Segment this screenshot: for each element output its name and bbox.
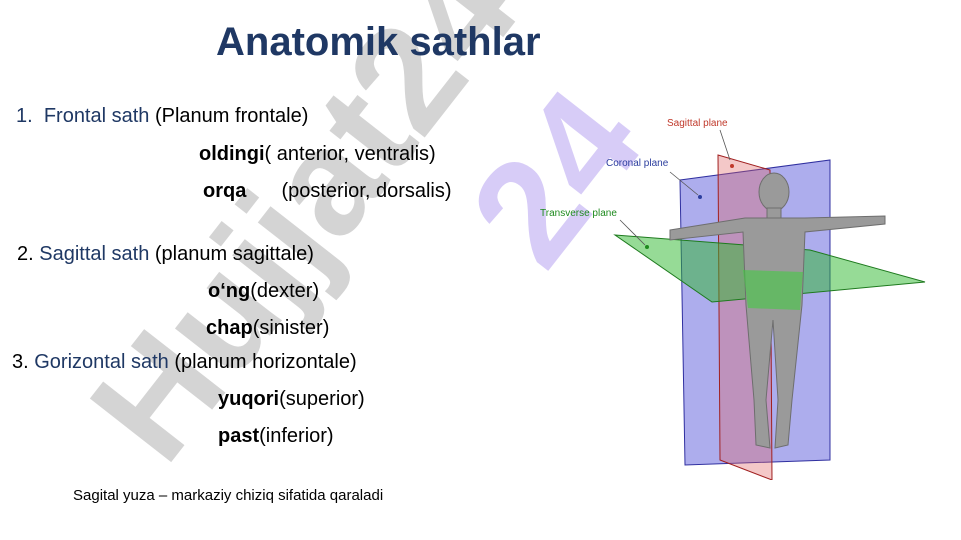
page-title: Anatomik sathlar	[216, 20, 541, 64]
section-2-latin: (planum sagittale)	[154, 243, 314, 265]
human-figure	[669, 172, 886, 449]
section-1-number: 1.	[16, 105, 33, 127]
section-2-heading: 2. Sagittal sath (planum sagittale)	[17, 243, 314, 266]
section-3-name: Gorizontal sath	[34, 351, 169, 373]
term-detail: (dexter)	[250, 280, 320, 302]
anatomical-planes-figure: Sagittal plane Coronal plane Transverse …	[540, 118, 926, 480]
coronal-plane-label: Coronal plane	[606, 158, 669, 169]
sagittal-plane-label: Sagittal plane	[667, 118, 728, 129]
section-3-item-2: past(inferior)	[218, 425, 334, 448]
term-detail: (inferior)	[259, 425, 334, 447]
section-1-item-1: oldingi( anterior, ventralis)	[199, 143, 436, 166]
term: past	[218, 425, 260, 447]
footnote: Sagital yuza – markaziy chiziq sifatida …	[73, 487, 384, 504]
term: orqa	[203, 180, 247, 202]
section-1-item-2: orqa (posterior, dorsalis)	[203, 180, 452, 203]
term: chap	[206, 317, 253, 339]
section-1-latin: (Planum frontale)	[154, 105, 309, 127]
section-1-heading: 1. Frontal sath (Planum frontale)	[16, 105, 308, 128]
section-2-item-1: o‘ng(dexter)	[208, 280, 319, 303]
term: yuqori	[218, 388, 280, 410]
section-3-item-1: yuqori(superior)	[218, 388, 365, 411]
term-detail: (superior)	[279, 388, 365, 410]
term-detail: ( anterior, ventralis)	[264, 143, 436, 165]
section-2-name: Sagittal sath	[39, 243, 150, 265]
term: o‘ng	[208, 280, 251, 302]
term: oldingi	[199, 143, 265, 165]
section-1-name: Frontal sath	[43, 105, 150, 127]
term-detail: (sinister)	[252, 317, 330, 339]
section-2-item-2: chap(sinister)	[206, 317, 329, 340]
section-2-number: 2.	[17, 243, 34, 265]
section-3-number: 3.	[12, 351, 29, 373]
section-3-latin: (planum horizontale)	[174, 351, 357, 373]
section-3-heading: 3. Gorizontal sath (planum horizontale)	[12, 351, 357, 374]
term-detail: (posterior, dorsalis)	[281, 180, 452, 202]
transverse-plane-label: Transverse plane	[540, 208, 617, 219]
